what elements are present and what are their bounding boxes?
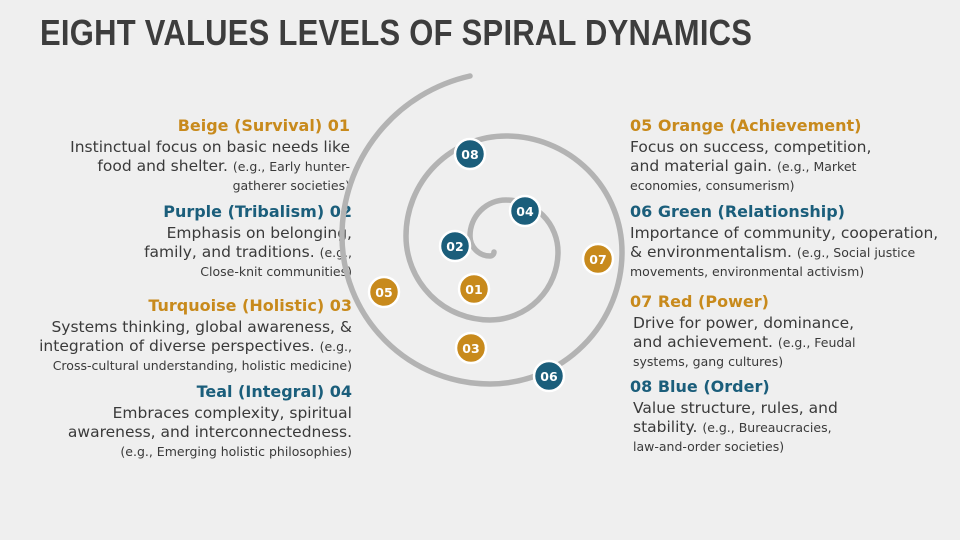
node-circle: [453, 137, 487, 171]
level-name: Green (Relationship): [657, 202, 845, 221]
node-circle: [454, 331, 488, 365]
level-01-heading: Beige (Survival) 01: [60, 116, 350, 136]
level-number: 06: [630, 202, 653, 221]
level-04-description: Embraces complexity, spiritual awareness…: [52, 404, 352, 461]
level-07-block: 07 Red (Power) Drive for power, dominanc…: [630, 292, 870, 371]
spiral-node-05: 05: [367, 275, 401, 309]
level-05-description: Focus on success, competition, and mater…: [630, 138, 900, 195]
level-06-heading: 06 Green (Relationship): [630, 202, 950, 222]
level-number: 08: [630, 377, 653, 396]
level-01-description: Instinctual focus on basic needs like fo…: [60, 138, 350, 195]
node-circle: [532, 359, 566, 393]
level-number: 05: [630, 116, 653, 135]
description-text: Systems thinking, global awareness, & in…: [39, 318, 352, 355]
level-06-block: 06 Green (Relationship) Importance of co…: [630, 202, 950, 281]
description-text: Emphasis on belonging, family, and tradi…: [144, 224, 352, 261]
level-08-heading: 08 Blue (Order): [630, 377, 860, 397]
level-name: Orange (Achievement): [657, 116, 862, 135]
level-number: 03: [329, 296, 352, 315]
node-label: 04: [516, 204, 534, 219]
level-number: 02: [329, 202, 352, 221]
node-circle: [438, 229, 472, 263]
node-circle: [457, 272, 491, 306]
description-text: Value structure, rules, and stability.: [633, 399, 838, 436]
node-circle: [367, 275, 401, 309]
node-circle: [508, 194, 542, 228]
spiral-node-01: 01: [457, 272, 491, 306]
node-label: 06: [540, 369, 558, 384]
example-text: (e.g., Social justice movements, environ…: [630, 245, 916, 279]
node-label: 01: [465, 282, 482, 297]
description-text: Embraces complexity, spiritual awareness…: [67, 404, 352, 441]
level-name: Blue (Order): [657, 377, 770, 396]
level-04-block: Teal (Integral) 04 Embraces complexity, …: [52, 382, 352, 461]
spiral-node-02: 02: [438, 229, 472, 263]
example-text: (e.g., Emerging holistic philosophies): [120, 444, 352, 459]
level-06-description: Importance of community, cooperation, & …: [630, 224, 950, 281]
level-name: Teal (Integral): [196, 382, 325, 401]
node-circle: [581, 242, 615, 276]
level-04-heading: Teal (Integral) 04: [52, 382, 352, 402]
spiral-path: [339, 73, 625, 387]
node-label: 05: [375, 285, 392, 300]
level-08-description: Value structure, rules, and stability. (…: [633, 399, 860, 456]
level-name: Red (Power): [657, 292, 769, 311]
spiral-node-03: 03: [454, 331, 488, 365]
node-label: 08: [461, 147, 478, 162]
node-label: 07: [589, 252, 606, 267]
level-05-block: 05 Orange (Achievement) Focus on success…: [630, 116, 900, 195]
level-name: Turquoise (Holistic): [148, 296, 325, 315]
level-02-description: Emphasis on belonging, family, and tradi…: [112, 224, 352, 281]
level-01-block: Beige (Survival) 01 Instinctual focus on…: [60, 116, 350, 195]
example-text: (e.g., Bureaucracies, law-and-order soci…: [633, 420, 832, 454]
spiral-node-04: 04: [508, 194, 542, 228]
example-text: (e.g., Early hunter-gatherer societies): [232, 159, 350, 193]
level-02-heading: Purple (Tribalism) 02: [112, 202, 352, 222]
level-05-heading: 05 Orange (Achievement): [630, 116, 900, 136]
level-name: Purple (Tribalism): [163, 202, 325, 221]
level-07-description: Drive for power, dominance, and achievem…: [633, 314, 870, 371]
node-label: 03: [462, 341, 479, 356]
example-text: (e.g., Feudal systems, gang cultures): [633, 335, 856, 369]
description-text: Instinctual focus on basic needs like fo…: [70, 138, 350, 175]
level-number: 07: [630, 292, 653, 311]
spiral-node-06: 06: [532, 359, 566, 393]
level-03-heading: Turquoise (Holistic) 03: [2, 296, 352, 316]
level-03-block: Turquoise (Holistic) 03 Systems thinking…: [2, 296, 352, 375]
level-08-block: 08 Blue (Order) Value structure, rules, …: [630, 377, 860, 456]
level-number: 04: [329, 382, 352, 401]
page-title: EIGHT VALUES LEVELS OF SPIRAL DYNAMICS: [40, 12, 753, 53]
description-text: Focus on success, competition, and mater…: [630, 138, 872, 175]
level-07-heading: 07 Red (Power): [630, 292, 870, 312]
level-02-block: Purple (Tribalism) 02 Emphasis on belong…: [112, 202, 352, 281]
level-number: 01: [327, 116, 350, 135]
description-text: Drive for power, dominance, and achievem…: [633, 314, 855, 351]
example-text: (e.g., Market economies, consumerism): [630, 159, 857, 193]
spiral-node-07: 07: [581, 242, 615, 276]
spiral-node-08: 08: [453, 137, 487, 171]
level-03-description: Systems thinking, global awareness, & in…: [2, 318, 352, 375]
description-text: Importance of community, cooperation, & …: [630, 224, 939, 261]
level-name: Beige (Survival): [177, 116, 323, 135]
node-label: 02: [446, 239, 463, 254]
